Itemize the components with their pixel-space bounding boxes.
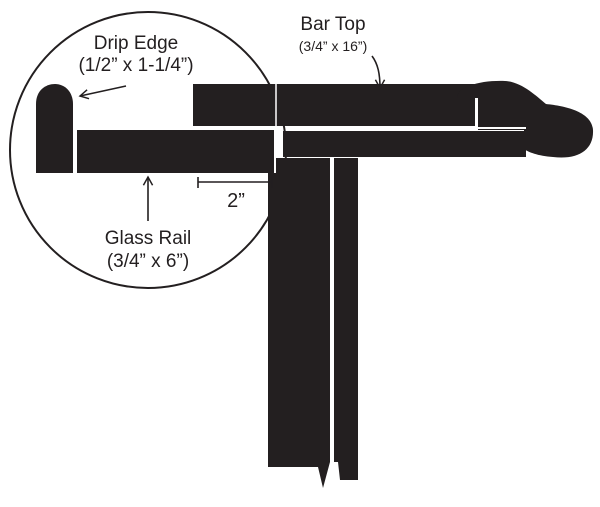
bar-top-dimensions: (3/4” x 16”) — [299, 38, 367, 54]
drip-edge-label: Drip Edge — [94, 33, 179, 54]
glass-rail-label: Glass Rail — [105, 228, 192, 249]
overhang-dimension-label: 2” — [227, 190, 245, 212]
bar-top-upper-step — [276, 98, 475, 126]
glass-rail-board — [77, 130, 275, 173]
drip-edge-arrow — [78, 85, 127, 100]
glass-rail-dimensions: (3/4” x 6”) — [107, 251, 189, 272]
drip-edge-dimensions: (1/2” x 1-1/4”) — [78, 55, 193, 76]
wall-board-right — [334, 158, 358, 480]
wall-board-left — [268, 158, 330, 488]
bar-top-label: Bar Top — [300, 14, 365, 35]
bar-top-arrow — [371, 55, 386, 90]
drip-edge-molding — [36, 84, 73, 173]
lower-support-board — [283, 131, 526, 157]
elbow-silhouette — [457, 80, 594, 158]
